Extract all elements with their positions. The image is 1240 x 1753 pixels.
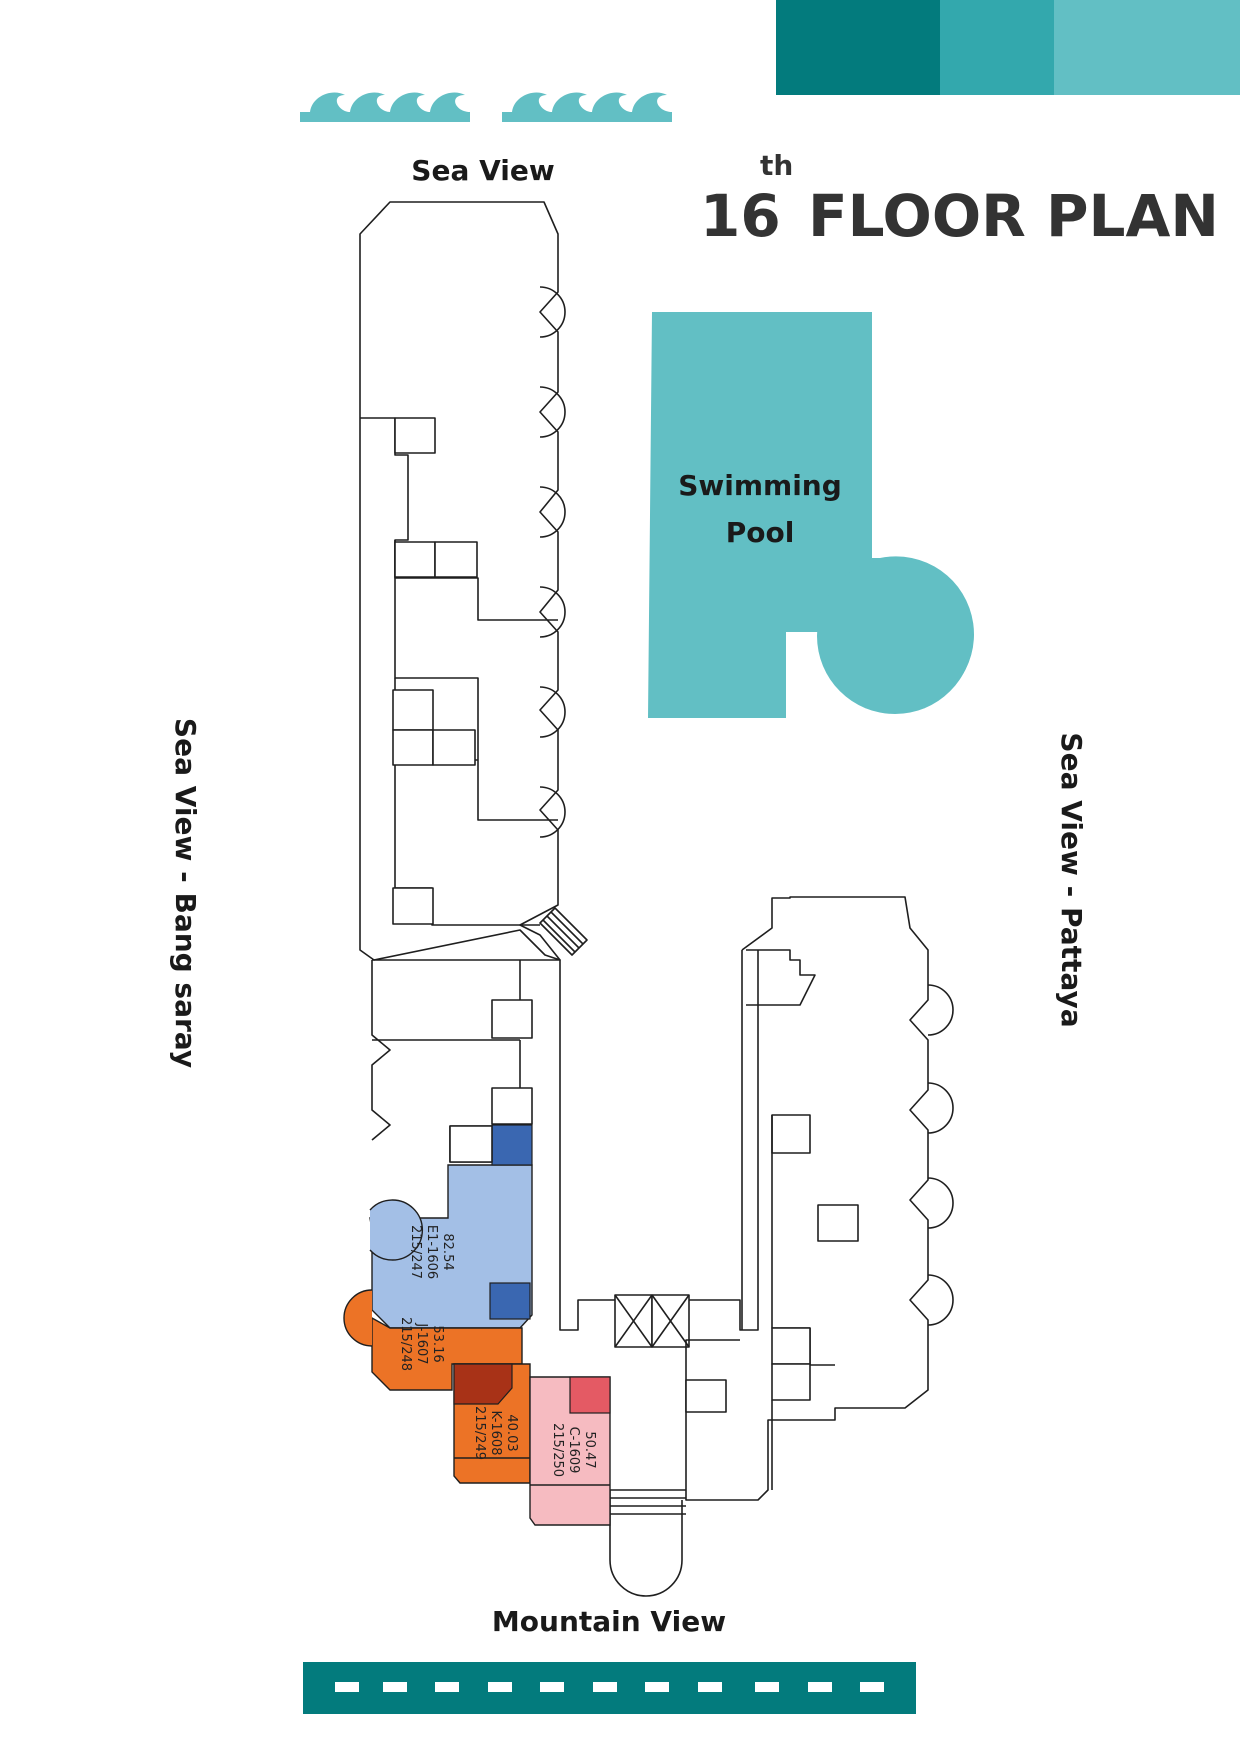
pool-label-line1: Swimming	[678, 469, 842, 502]
unit-j-area: 53.16	[430, 1325, 445, 1362]
entrance-block	[609, 1489, 686, 1597]
unit-c-1609[interactable]: 50.47 C-1609 215/250	[529, 1376, 611, 1526]
wave-icon	[300, 92, 672, 122]
unit-k-1608[interactable]: 40.03 K-1608 215/249	[453, 1363, 531, 1484]
floor-plan-title: FLOOR PLAN	[808, 182, 1219, 250]
unit-e1-room-top	[491, 1124, 533, 1166]
unit-c-area: 50.47	[582, 1431, 597, 1468]
road-bar	[303, 1662, 916, 1714]
road-dashes	[335, 1682, 884, 1692]
unit-j-address: 215/248	[398, 1317, 413, 1371]
pool-label-line2: Pool	[726, 516, 795, 549]
unit-e1-1606[interactable]: 82.54 E1-1606 215/247	[369, 1124, 533, 1329]
stairs	[539, 907, 588, 956]
balcony-right-wing	[927, 984, 954, 1326]
unit-k-area: 40.03	[504, 1414, 519, 1451]
left-view-label: Sea View - Bang saray	[169, 718, 202, 1068]
color-bar-light	[1054, 0, 1240, 95]
balcony-left-wing	[539, 286, 566, 838]
color-bar-mid	[940, 0, 1054, 95]
header-color-bars	[776, 0, 1240, 95]
unit-c-code: C-1609	[566, 1427, 581, 1474]
unit-j-code: J-1607	[414, 1322, 429, 1364]
floor-number: 16	[700, 182, 781, 250]
floor-suffix: th	[760, 149, 793, 182]
unit-e1-area: 82.54	[440, 1233, 455, 1270]
unit-e1-room-bottom	[489, 1282, 531, 1320]
unit-c-address: 215/250	[550, 1423, 565, 1477]
color-bar-dark	[776, 0, 940, 95]
unit-k-code: K-1608	[488, 1411, 503, 1456]
unit-k-room	[453, 1363, 513, 1405]
left-wing	[359, 201, 588, 961]
swimming-pool: Swimming Pool	[648, 312, 974, 718]
unit-e1-code: E1-1606	[424, 1225, 439, 1279]
unit-j-1607[interactable]: 53.16 J-1607 215/248	[343, 1289, 523, 1391]
right-wing	[685, 896, 954, 1501]
right-view-label: Sea View - Pattaya	[1055, 732, 1088, 1027]
top-view-label: Sea View	[411, 154, 554, 187]
bottom-view-label: Mountain View	[492, 1605, 726, 1638]
unit-c-room	[569, 1376, 611, 1414]
unit-k-address: 215/249	[472, 1406, 487, 1460]
unit-e1-address: 215/247	[408, 1225, 423, 1279]
elevator-block	[614, 1294, 690, 1348]
